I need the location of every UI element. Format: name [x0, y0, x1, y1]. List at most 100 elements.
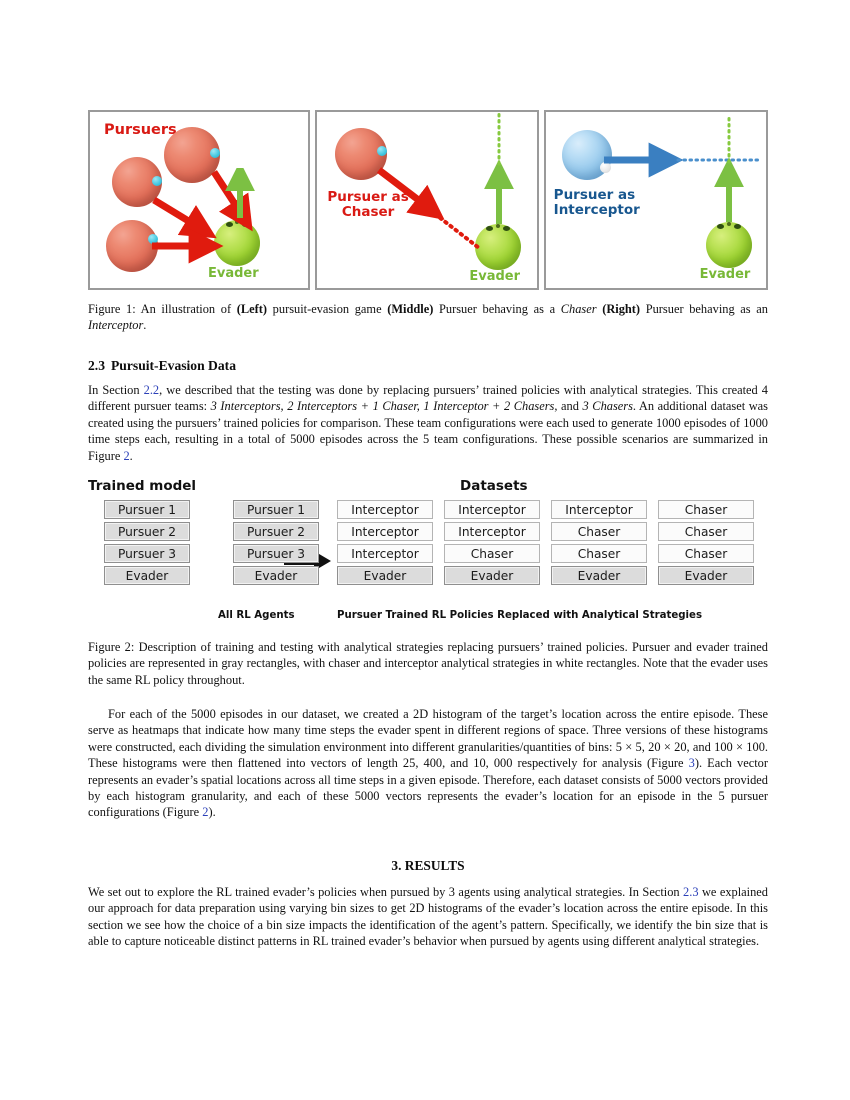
pursuer-sphere-3: [106, 220, 158, 272]
link-section-2-3[interactable]: 2.3: [683, 885, 699, 899]
section-2-3-title: Pursuit-Evasion Data: [111, 358, 236, 373]
evader-label: Evader: [208, 266, 259, 281]
box-evader: Evader: [337, 566, 433, 585]
box-pursuer-1: Pursuer 1: [233, 500, 319, 519]
evader-label: Evader: [699, 267, 751, 282]
box-evader: Evader: [551, 566, 647, 585]
box-interceptor-1: Interceptor: [337, 500, 433, 519]
chaser-sensor-nub: [377, 146, 388, 156]
figure1-caption-text-1: An illustration of: [135, 302, 237, 316]
figure-1-caption: Figure 1: An illustration of (Left) purs…: [88, 301, 768, 334]
evader-marking-right: [733, 224, 741, 229]
evader-label: Evader: [469, 269, 521, 284]
evader-escape-arrow: [225, 168, 255, 218]
figure1-caption-text-5: .: [143, 318, 147, 333]
box-evader: Evader: [233, 566, 319, 585]
ph-t1: For each of the 5000 episodes in our dat…: [88, 707, 768, 771]
figure-2-diagram: Trained model Datasets Pursuer 1 Pursuer…: [88, 478, 768, 621]
p23-t2: , we described that the testing was done…: [88, 383, 769, 414]
evader-marking-left: [716, 224, 724, 229]
p23-t4: . An additional dataset was created usin…: [88, 399, 768, 463]
p23-three-chasers: 3 Chasers: [582, 399, 633, 414]
p23-t3: , and: [554, 399, 583, 414]
evader-escape-arrow-and-trajectory: [713, 112, 744, 222]
histogram-paragraph: For each of the 5000 episodes in our dat…: [88, 706, 768, 821]
figure2-column-three-chasers: Chaser Chaser Chaser Evader: [658, 500, 754, 585]
box-chaser-3: Chaser: [658, 544, 754, 563]
box-pursuer-3: Pursuer 3: [233, 544, 319, 563]
p3-t1: We set out to explore the RL trained eva…: [88, 885, 684, 899]
pursuer-as-interceptor-label: Pursuer as Interceptor: [553, 187, 640, 219]
figure1-caption-number: Figure 1:: [88, 302, 136, 316]
box-evader: Evader: [104, 566, 190, 585]
p23-t1: In Section: [88, 383, 144, 397]
figure2-column-three-interceptors: Interceptor Interceptor Interceptor Evad…: [337, 500, 433, 585]
figure2-column-all-rl-agents: Pursuer 1 Pursuer 2 Pursuer 3 Evader: [233, 500, 319, 585]
link-figure-2-b[interactable]: 2: [202, 805, 209, 820]
pursuit-arrows-red: [152, 170, 253, 264]
box-chaser-2: Chaser: [551, 544, 647, 563]
box-interceptor-1: Interceptor: [551, 500, 647, 519]
ph-t3: ).: [208, 805, 216, 820]
analytical-strategies-footer: Pursuer Trained RL Policies Replaced wit…: [337, 610, 703, 621]
figure2-column-trained-model: Pursuer 1 Pursuer 2 Pursuer 3 Evader: [104, 500, 190, 585]
box-evader: Evader: [658, 566, 754, 585]
figure1-caption-bold-middle: (Middle): [387, 302, 434, 316]
p23-t5: .: [129, 448, 133, 463]
figure2-caption-text: Description of training and testing with…: [88, 640, 768, 687]
figure1-caption-text-3: Pursuer behaving as a: [433, 302, 561, 316]
box-pursuer-3: Pursuer 3: [104, 544, 190, 563]
link-section-2-2[interactable]: 2.2: [143, 383, 160, 397]
section-2-3-number: 2.3: [88, 358, 105, 373]
p3-t2: we explained our approach for data prepa…: [88, 885, 768, 949]
chaser-arrow-and-trajectory: [377, 167, 482, 250]
figure2-column-two-interceptors-one-chaser: Interceptor Interceptor Chaser Evader: [444, 500, 540, 585]
figure1-right-panel: Pursuer as Interceptor: [543, 110, 768, 290]
figure1-caption-text-4: Pursuer behaving as an: [640, 302, 768, 316]
figure1-caption-text-2: pursuit-evasion game: [267, 302, 388, 316]
figure1-caption-italic-chaser: Chaser: [560, 302, 597, 316]
figure1-caption-bold-left: (Left): [236, 302, 268, 316]
box-interceptor-2: Interceptor: [337, 522, 433, 541]
evader-marking-right: [503, 226, 511, 231]
section-3-heading: 3. RESULTS: [391, 858, 465, 873]
section-2-3-heading: 2.3 Pursuit-Evasion Data: [88, 358, 236, 374]
evader-escape-arrow-and-trajectory: [484, 112, 515, 224]
figure1-middle-panel: Pursuer as Chaser: [315, 110, 539, 290]
evader-marking-center: [496, 224, 501, 228]
ph-t2: ). Each vector represents an evader’s sp…: [88, 756, 768, 820]
figure1-left-panel: Pursuers: [88, 110, 311, 290]
figure2-caption-number: Figure 2:: [88, 640, 135, 654]
p23-team-list: 3 Interceptors, 2 Interceptors + 1 Chase…: [210, 399, 555, 414]
section-3-paragraph: We set out to explore the RL trained eva…: [88, 884, 768, 950]
pursuer-sensor-nub-2: [210, 148, 220, 158]
box-evader: Evader: [444, 566, 540, 585]
box-chaser-2: Chaser: [658, 522, 754, 541]
trained-model-heading: Trained model: [88, 478, 197, 494]
box-chaser-1: Chaser: [658, 500, 754, 519]
box-pursuer-1: Pursuer 1: [104, 500, 190, 519]
pursuer-sensor-nub-3: [148, 234, 158, 244]
figure2-column-one-interceptor-two-chasers: Interceptor Chaser Chaser Evader: [551, 500, 647, 585]
evader-marking-left: [486, 226, 494, 231]
section-2-3-paragraph: In Section 2.2, we described that the te…: [88, 382, 768, 464]
box-pursuer-2: Pursuer 2: [104, 522, 190, 541]
box-interceptor-3: Interceptor: [337, 544, 433, 563]
link-figure-2-a[interactable]: 2: [123, 448, 130, 463]
interceptor-sensor-nub: [599, 162, 611, 173]
pursuer-sensor-nub-1: [152, 176, 162, 186]
box-interceptor-2: Interceptor: [444, 522, 540, 541]
figure1-caption-italic-interceptor: Interceptor: [88, 318, 144, 333]
link-figure-3[interactable]: 3: [688, 756, 695, 771]
figure-1-illustration: Pursuers: [88, 110, 768, 290]
datasets-heading: Datasets: [460, 478, 528, 494]
figure-2-caption: Figure 2: Description of training and te…: [88, 639, 768, 688]
all-rl-agents-footer: All RL Agents: [218, 610, 295, 621]
evader-marking-center: [726, 222, 731, 226]
box-pursuer-2: Pursuer 2: [233, 522, 319, 541]
box-chaser-1: Chaser: [551, 522, 647, 541]
evader-sphere: [705, 222, 752, 268]
figure1-caption-bold-right: (Right): [596, 302, 641, 316]
evader-sphere: [475, 224, 522, 270]
